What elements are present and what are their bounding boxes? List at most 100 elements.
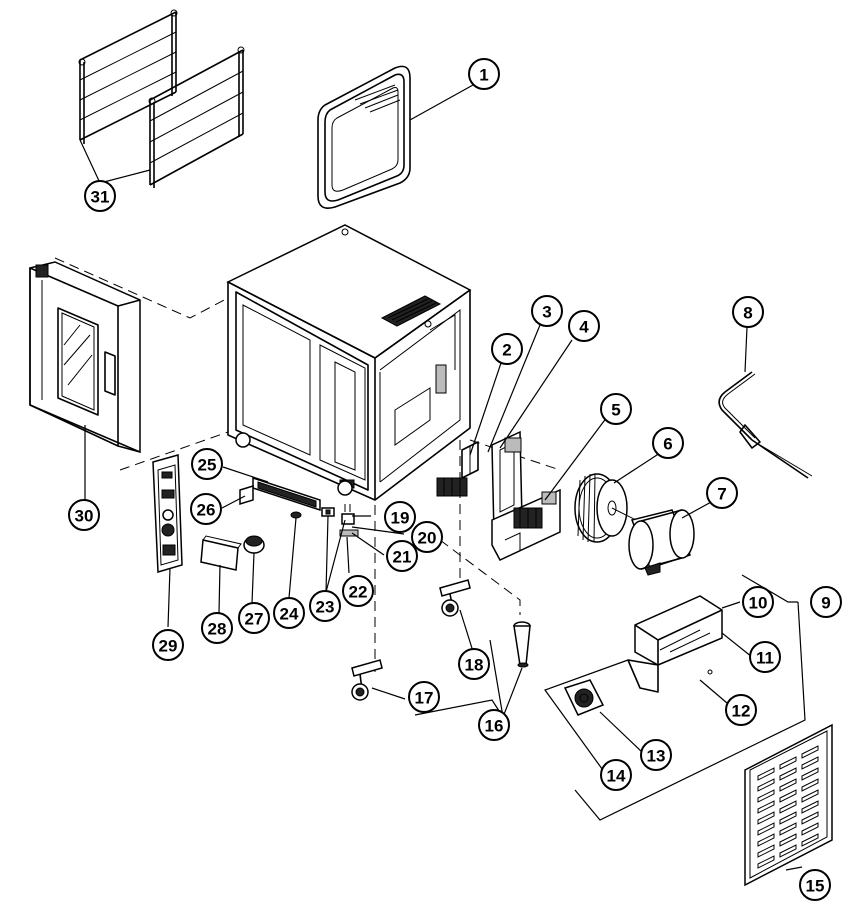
fuse (290, 511, 302, 519)
callout-label: 21 (393, 548, 412, 567)
callout-19: 19 (384, 501, 416, 533)
control-components (436, 430, 523, 537)
louver-slot (757, 833, 775, 847)
callout-circle (408, 681, 440, 713)
callout-label: 12 (732, 702, 751, 721)
caster-rear (439, 579, 471, 617)
louver-slot (757, 844, 775, 858)
callout-20: 20 (411, 521, 443, 553)
louver-slot (779, 778, 797, 792)
callout-label: 22 (349, 583, 368, 602)
callout-label: 17 (415, 689, 434, 708)
louver-slot (779, 833, 797, 847)
control-panel (152, 454, 183, 573)
callout-label: 2 (502, 341, 511, 360)
callout-27: 27 (238, 602, 270, 634)
callout-circle (309, 590, 341, 622)
callout-label: 9 (821, 594, 830, 613)
blower-motor (611, 507, 695, 576)
callout-4: 4 (568, 310, 600, 342)
cover-plate (200, 535, 242, 571)
louver-slot (757, 789, 775, 803)
louver-slot (779, 811, 797, 825)
callout-11: 11 (749, 641, 781, 673)
callout-22: 22 (342, 575, 374, 607)
callout-5: 5 (600, 393, 632, 425)
louver-slot (801, 756, 819, 770)
callout-label: 16 (485, 717, 504, 736)
louver-slot (779, 789, 797, 803)
callout-circle (384, 501, 416, 533)
control-knob (243, 535, 265, 554)
callout-circle (190, 493, 222, 525)
callout-label: 3 (542, 303, 551, 322)
callout-24: 24 (273, 597, 305, 629)
louver-slot (779, 767, 797, 781)
callout-label: 11 (756, 649, 774, 668)
callout-16: 16 (478, 709, 510, 741)
callout-30: 30 (68, 499, 100, 531)
callout-18: 18 (458, 648, 490, 680)
callout-circle (568, 310, 600, 342)
louver-slot (757, 800, 775, 814)
callout-17: 17 (408, 681, 440, 713)
callout-circle (742, 586, 774, 618)
electrical-box (627, 595, 723, 693)
callout-label: 24 (280, 605, 299, 624)
callout-circle (531, 295, 563, 327)
callout-label: 14 (607, 767, 626, 786)
callout-circle (600, 393, 632, 425)
callout-label: 15 (806, 877, 825, 896)
callout-26: 26 (190, 493, 222, 525)
louver-slot (757, 778, 775, 792)
adjustable-leg (513, 621, 531, 668)
callout-circle (152, 629, 184, 661)
callout-6: 6 (652, 427, 684, 459)
oven-door (29, 261, 141, 454)
callout-label: 31 (91, 188, 110, 207)
callout-label: 27 (245, 610, 264, 629)
louver-slot (801, 811, 819, 825)
louver-slot (801, 767, 819, 781)
louver-slot (801, 778, 819, 792)
callout-circle (749, 641, 781, 673)
louver-slot (757, 811, 775, 825)
caster-front (351, 659, 383, 701)
callout-circle (478, 709, 510, 741)
callout-circle (706, 477, 738, 509)
callout-21: 21 (386, 540, 418, 572)
callout-label: 23 (316, 598, 335, 617)
louver-slot (801, 800, 819, 814)
callout-circle (799, 869, 831, 901)
callout-circle (238, 602, 270, 634)
callout-circle (652, 427, 684, 459)
callout-label: 7 (717, 485, 726, 504)
louver-slot (779, 822, 797, 836)
callout-10: 10 (742, 586, 774, 618)
callout-label: 28 (208, 620, 227, 639)
louver-slot (757, 767, 775, 781)
louver-slot (779, 800, 797, 814)
callout-circle (640, 739, 672, 771)
callout-circle (600, 759, 632, 791)
callout-label: 4 (579, 318, 589, 337)
callout-label: 29 (159, 637, 178, 656)
callout-23: 23 (309, 590, 341, 622)
callout-14: 14 (600, 759, 632, 791)
door-gasket (317, 65, 411, 209)
louver-slot (801, 789, 819, 803)
callout-25: 25 (191, 448, 223, 480)
callout-circle (725, 694, 757, 726)
callout-label: 5 (611, 401, 620, 420)
callout-7: 7 (706, 477, 738, 509)
blower-wheel (574, 473, 628, 543)
louver-slot (779, 756, 797, 770)
oven-racks (78, 9, 245, 188)
callout-label: 30 (75, 507, 94, 526)
callout-31: 31 (84, 180, 116, 212)
callout-13: 13 (640, 739, 672, 771)
louver-slot (801, 833, 819, 847)
callout-label: 8 (743, 304, 752, 323)
callout-29: 29 (152, 629, 184, 661)
callout-28: 28 (201, 612, 233, 644)
